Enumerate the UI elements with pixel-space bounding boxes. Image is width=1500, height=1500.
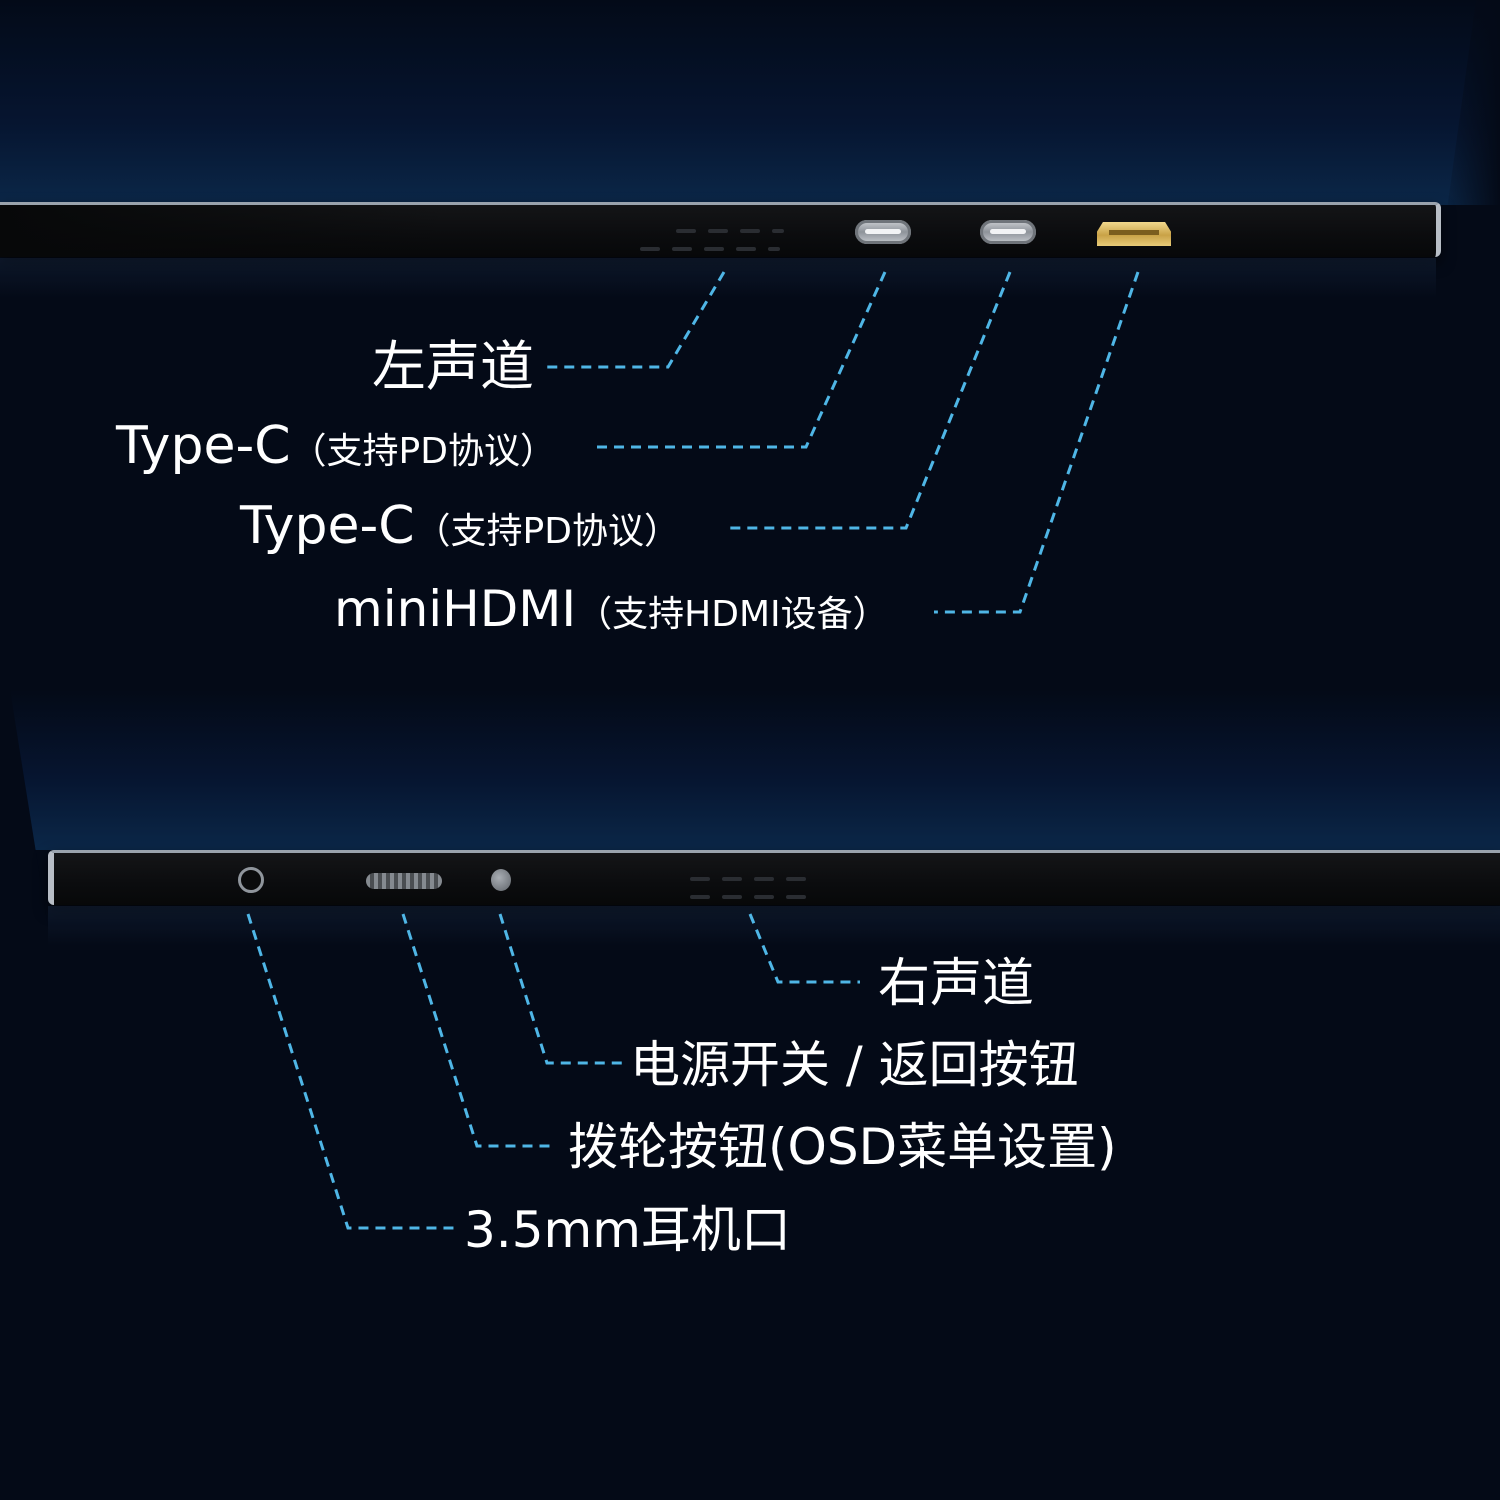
left-speaker-grille-icon bbox=[640, 218, 796, 254]
label-power-button: 电源开关 / 返回按钮 bbox=[630, 1036, 1079, 1094]
mini-hdmi-port-icon bbox=[1097, 222, 1171, 246]
callout-mini-hdmi bbox=[934, 271, 1140, 614]
callout-wheel bbox=[401, 913, 552, 1148]
label-type-c-2-main: Type-C bbox=[240, 496, 415, 556]
power-button-icon bbox=[491, 869, 511, 891]
edge-reflection-bottom bbox=[48, 906, 1500, 946]
label-type-c-1-note: （支持PD协议） bbox=[290, 431, 556, 472]
callout-right-channel bbox=[748, 913, 860, 984]
scroll-wheel-icon bbox=[366, 873, 442, 889]
monitor-edge-bottom bbox=[48, 850, 1500, 905]
background-glow-bottom bbox=[0, 690, 1500, 850]
callout-type-c-2 bbox=[724, 271, 1012, 530]
label-scroll-wheel: 拨轮按钮(OSD菜单设置) bbox=[568, 1118, 1117, 1176]
label-headphone-jack: 3.5mm耳机口 bbox=[464, 1201, 791, 1259]
callout-type-c-1 bbox=[592, 271, 887, 449]
usb-c-port-icon bbox=[980, 220, 1036, 244]
label-mini-hdmi: miniHDMI（支持HDMI设备） bbox=[334, 584, 889, 634]
usb-c-port-icon bbox=[855, 220, 911, 244]
label-type-c-1-main: Type-C bbox=[116, 416, 291, 476]
label-left-channel: 左声道 bbox=[372, 335, 534, 398]
label-mini-hdmi-main: miniHDMI bbox=[334, 580, 577, 638]
callout-power bbox=[498, 913, 622, 1065]
edge-reflection-top bbox=[0, 258, 1436, 298]
edge-shading bbox=[0, 205, 450, 257]
label-type-c-1: Type-C（支持PD协议） bbox=[116, 420, 556, 472]
callout-left-channel bbox=[542, 271, 726, 369]
background-glow-top bbox=[0, 0, 1500, 205]
headphone-jack-icon bbox=[238, 867, 264, 893]
right-speaker-grille-icon bbox=[690, 866, 818, 902]
callout-headphone bbox=[246, 913, 456, 1230]
label-right-channel: 右声道 bbox=[878, 954, 1035, 1014]
label-mini-hdmi-note: （支持HDMI设备） bbox=[576, 594, 889, 635]
label-type-c-2-note: （支持PD协议） bbox=[414, 511, 680, 552]
label-type-c-2: Type-C（支持PD协议） bbox=[240, 500, 680, 552]
